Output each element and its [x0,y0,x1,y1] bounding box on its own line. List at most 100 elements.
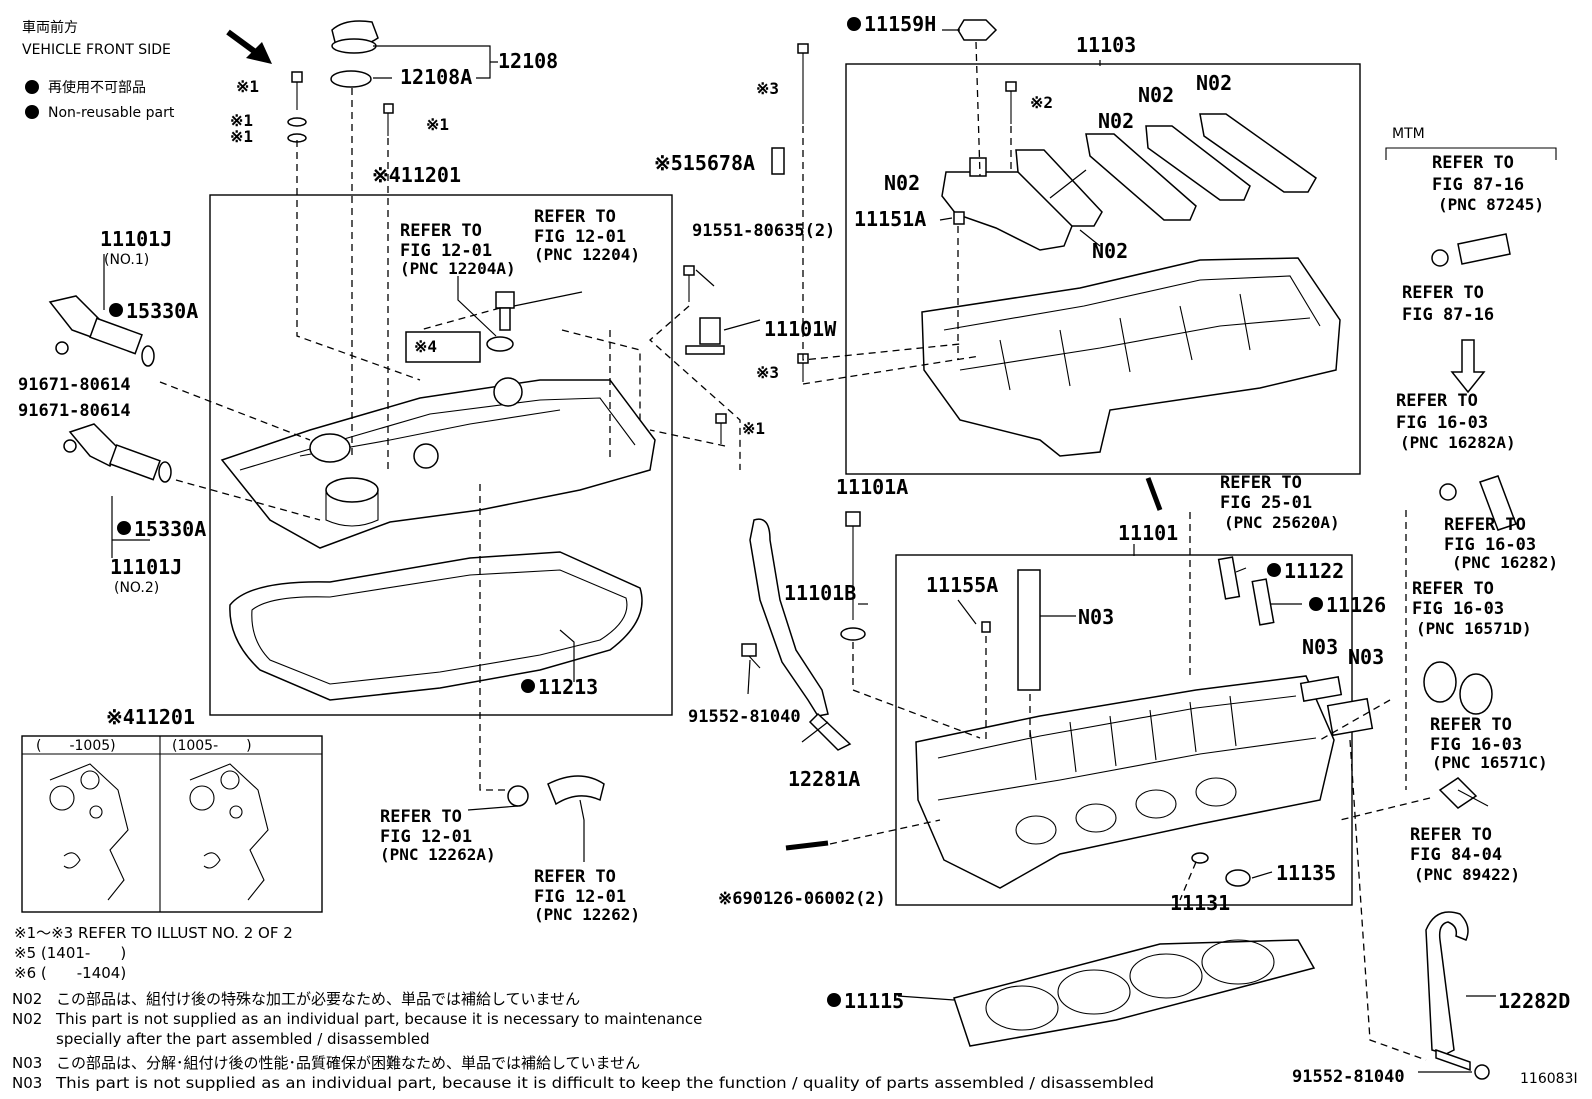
sleeve-n03-icon [1299,675,1343,703]
washer-icon [287,117,307,127]
clamp-icon [1431,249,1449,267]
clip-icon [507,785,529,807]
vehicle-front-jp: 車両前方 [22,19,78,36]
callout-n02: N02 [1138,83,1174,107]
callout-11131: 11131 [1170,891,1230,915]
callout-n03: N03 [1302,635,1338,659]
non-reusable-dot-icon [827,993,841,1007]
callout-11213: 11213 [538,675,598,699]
callout-11159H: 11159H [864,12,936,36]
seal-icon [1225,869,1251,887]
bolt-head-icon [63,439,77,453]
callout-11201-variant: ※411201 [106,705,195,729]
callout-n02: N02 [1196,71,1232,95]
callout-n03: N03 [1348,645,1384,669]
variant-right-label: (1005- ) [172,738,252,754]
cover-plate-icon [957,19,998,41]
arrow-down-icon [1450,339,1486,394]
bolt-icon [1005,81,1017,124]
callout-11126: 11126 [1326,593,1386,617]
note-mark: ※3 [756,79,779,98]
callout-91552-2: 91552-81040 [1292,1067,1405,1087]
bearing-cap-n02-icon [1199,113,1317,193]
clamp-icon [1439,483,1457,501]
callout-12108A: 12108A [400,65,472,89]
callout-11151A: 11151A [854,207,926,231]
valve-guide-icon [1251,578,1275,626]
bolt-icon [741,643,761,669]
callout-mtm: MTM [1392,126,1425,142]
head-bolt-icon [845,511,861,620]
note-n02-en: This part is not supplied as an individu… [55,1010,702,1028]
head-cover-gasket-icon [229,551,643,701]
note-n02-jp: この部品は、組付け後の特殊な加工が必要なため、単品では補給していません [56,990,580,1008]
hose-icon [547,775,605,806]
bearing-cap-n02-icon [1085,133,1197,221]
stud-icon [785,840,829,851]
note-mark: ※2 [1030,93,1053,112]
non-reusable-dot-icon [25,80,39,94]
callout-n02: N02 [1092,239,1128,263]
non-reusable-dot-icon [117,521,131,535]
callout-n02: N02 [1098,109,1134,133]
stud-icon [1145,477,1163,511]
note-mark: ※1 [230,127,253,146]
legend-en: Non-reusable part [48,105,175,121]
callout-11101: 11101 [1118,521,1178,545]
callout-11101W: 11101W [764,317,837,341]
vehicle-front-en: VEHICLE FRONT SIDE [22,42,171,58]
callout-12282D: 12282D [1498,989,1570,1013]
plug-icon [1191,852,1209,864]
callout-11135: 11135 [1276,861,1336,885]
bolt-icon [291,71,303,110]
bearing-cap-n02-icon [1145,125,1251,201]
callout-11201: ※411201 [372,163,461,187]
hose-icon [1457,233,1511,265]
callout-15678A: ※515678A [654,151,755,175]
callout-12281A: 12281A [788,767,860,791]
note-n02-en-cont: specially after the part assembled / dis… [56,1030,430,1048]
callout-90126: ※690126-06002(2) [718,889,886,909]
bolt-head-icon [55,341,69,355]
callout-11115: 11115 [844,989,904,1013]
variant-table [21,735,323,913]
camshaft-housing-group-box [845,63,1361,475]
bolt-icon [797,43,809,124]
clamp-icon [1423,661,1457,703]
non-reusable-dot-icon [847,17,861,31]
variant-left-label: ( -1005) [36,738,116,754]
cam-sleeve-n03-icon [1017,569,1041,691]
callout-91671-1: 91671-80614 [18,375,131,395]
callout-91552-1: 91552-81040 [688,707,801,727]
note-n02-code: N02 [12,1010,42,1028]
mtm-bracket [1385,147,1557,160]
note-mark: ※1 [236,77,259,96]
bolt-head-icon [1474,1064,1490,1080]
non-reusable-dot-icon [1309,597,1323,611]
callout-11101B: 11101B [784,581,856,605]
callout-15330A-2: 15330A [134,517,206,541]
callout-no1: (NO.1) [104,252,149,268]
note-mark: ※1 [230,111,253,130]
sleeve-n03-icon [1326,697,1374,737]
engine-hanger-icon [749,518,852,751]
note-mark: ※3 [756,363,779,382]
hose-end-icon [1459,673,1493,715]
note-n03-en: This part is not supplied as an individu… [55,1074,1154,1092]
cylinder-head-cover-icon [220,377,656,549]
engine-hanger-icon [1425,911,1471,1072]
hose-icon [1479,475,1517,531]
callout-11101J-no1: 11101J [100,227,172,251]
pcv-valve-icon [495,291,515,331]
pin-icon [953,211,965,225]
callout-n02: N02 [884,171,920,195]
note-n03-jp: この部品は、分解･組付け後の性能･品質確保が困難なため、単品では補給していません [56,1054,640,1072]
